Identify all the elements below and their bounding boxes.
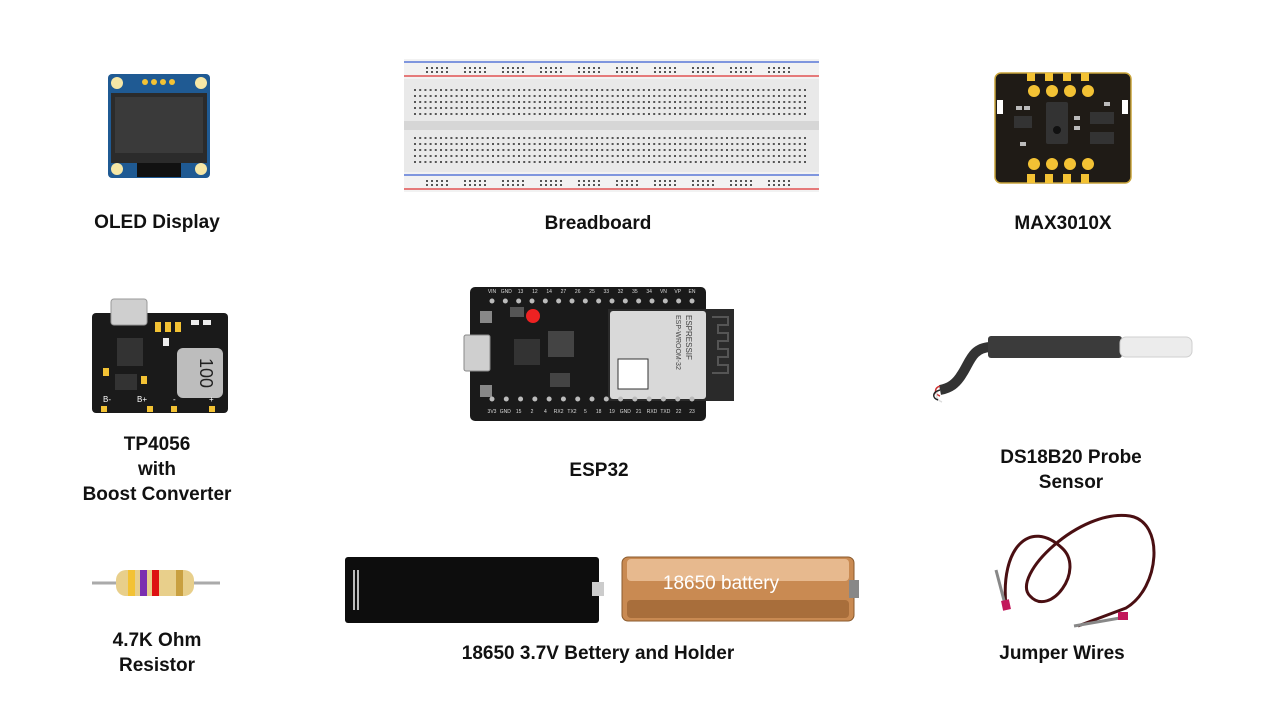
breadboard-image [404,59,819,192]
esp32-pin-label-pad [646,396,652,402]
esp32-pin-label-pad [603,396,609,402]
esp32-pin-label: 12 [532,289,538,295]
esp32-pin-label-pad [502,298,508,304]
tp4056-label-line-1: TP4056 [123,434,191,455]
esp32-pin-label-pad [560,396,566,402]
esp32-pin-label-pad [649,298,655,304]
esp32-pin-label-pad [589,396,595,402]
esp32-pin-label-pad [503,396,509,402]
jumper-wires-image [990,508,1162,636]
esp32-pin-label-pad [609,298,615,304]
resistor-image [92,566,220,600]
battery-cell-image: 18650 battery [621,556,859,622]
esp32-pin-label-pad [546,396,552,402]
tp4056-pin-plus: + [209,395,214,404]
esp32-pin-label-pad [622,298,628,304]
esp32-pin-label-pad [556,298,562,304]
esp32-module-brand: ESPRESSIF [684,315,693,360]
breadboard-label: Breadboard [544,213,652,234]
esp32-pin-label: VIN [488,289,497,295]
battery-label: 18650 3.7V Bettery and Holder [461,643,735,664]
esp32-pin-label: 14 [546,289,552,295]
esp32-pin-label-pad [532,396,538,402]
max3010x-image [994,72,1134,184]
esp32-pin-label: 23 [689,409,695,415]
esp32-pin-label: 4 [544,409,547,415]
esp32-pin-label: EN [689,289,696,295]
esp32-pin-label: VP [674,289,681,295]
ds18b20-label-line-2: Sensor [1038,472,1104,493]
jumper-wires-label: Jumper Wires [999,643,1125,664]
tp4056-pin-minus: - [173,395,176,404]
esp32-pin-label: 19 [609,409,615,415]
esp32-pin-label-pad [675,396,681,402]
esp32-pin-label-pad [660,396,666,402]
ds18b20-label: DS18B20 Probe Sensor [1000,445,1142,495]
esp32-pin-label-pad [618,396,624,402]
esp32-pin-label: 13 [518,289,524,295]
esp32-pin-label-pad [662,298,668,304]
max3010x-label: MAX3010X [1014,213,1112,234]
esp32-pin-label: 27 [561,289,567,295]
esp32-pin-label-pad [689,396,695,402]
esp32-pin-label: RX2 [554,409,564,415]
tp4056-image: 100 B- B+ - + [91,298,229,416]
tp4056-label: TP4056 with Boost Converter [83,432,232,507]
esp32-pin-label-pad [516,298,522,304]
esp32-pin-label: 33 [604,289,610,295]
esp32-pin-label-pad [575,396,581,402]
resistor-label-line-2: Resistor [118,655,196,676]
esp32-pin-label-pad [596,298,602,304]
esp32-pin-label-pad [489,298,495,304]
esp32-pin-label: TX2 [567,409,576,415]
esp32-pin-label-pad [676,298,682,304]
tp4056-pin-bminus: B- [103,395,111,404]
esp32-pin-label: 21 [636,409,642,415]
esp32-pin-label: VN [660,289,667,295]
esp32-pin-label-pad [636,298,642,304]
esp32-pin-label-pad [632,396,638,402]
resistor-label-line-1: 4.7K Ohm [112,630,202,651]
esp32-pin-label: 35 [632,289,638,295]
battery-cell-text: 18650 battery [663,573,780,594]
tp4056-label-line-3: Boost Converter [82,484,232,505]
esp32-pin-label-pad [489,396,495,402]
esp32-pin-label-pad [529,298,535,304]
inductor-text: 100 [196,358,216,388]
esp32-label: ESP32 [569,460,629,481]
esp32-pin-label: TXD [660,409,670,415]
resistor-label: 4.7K Ohm Resistor [113,628,202,678]
esp32-pin-label: 3V3 [488,409,497,415]
esp32-pin-label-pad [582,298,588,304]
esp32-pin-label: 2 [531,409,534,415]
tp4056-label-line-2: with [137,459,176,480]
esp32-pin-label: GND [620,409,632,415]
esp32-pin-label: 25 [589,289,595,295]
esp32-pin-label-pad [542,298,548,304]
oled-display-label: OLED Display [94,212,220,233]
esp32-pin-label-pad [689,298,695,304]
esp32-pin-label: 34 [646,289,652,295]
esp32-pin-label: 18 [596,409,602,415]
ds18b20-image [932,332,1194,406]
esp32-module-model: ESP-WROOM-32 [674,315,681,370]
esp32-pin-label: 22 [676,409,682,415]
esp32-pin-label: 5 [584,409,587,415]
esp32-pin-label: GND [501,289,513,295]
tp4056-pin-bplus: B+ [137,395,147,404]
esp32-pin-label: 26 [575,289,581,295]
esp32-pin-label: 15 [516,409,522,415]
esp32-pin-label: 32 [618,289,624,295]
esp32-pin-label-pad [518,396,524,402]
esp32-pin-label: GND [500,409,512,415]
oled-display-image [107,73,211,179]
ds18b20-label-line-1: DS18B20 Probe [1000,447,1142,468]
battery-holder-image [344,556,606,624]
esp32-pin-label-pad [569,298,575,304]
esp32-pin-label: RXD [647,409,658,415]
